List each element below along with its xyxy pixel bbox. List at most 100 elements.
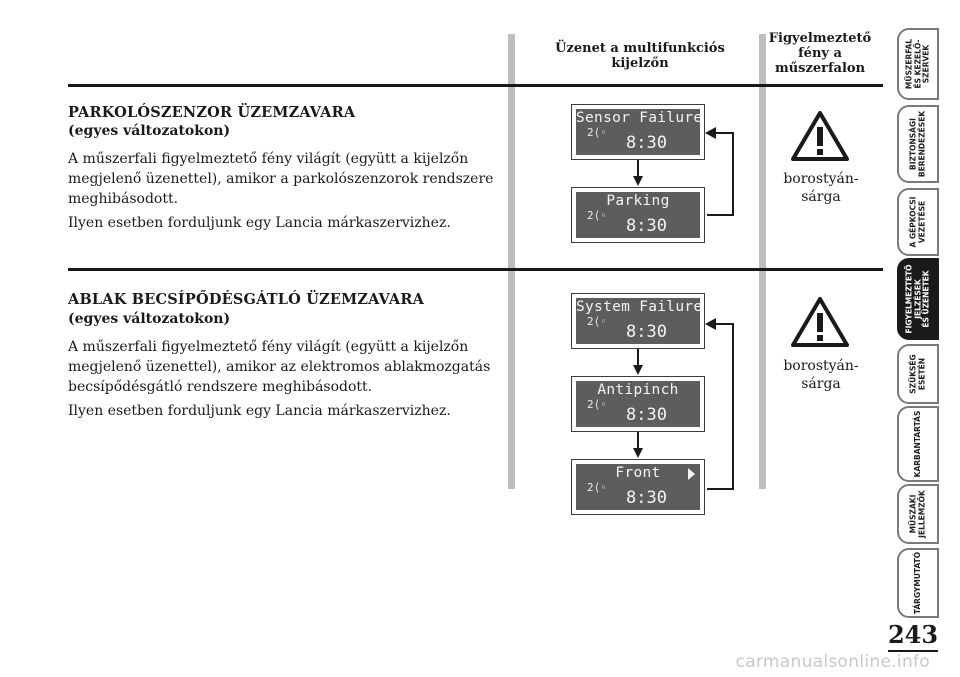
- lcd-display: Front 2⟨◦ 8:30: [571, 459, 705, 515]
- side-tab-dashboard[interactable]: MŰSZERFAL ÉS KEZELŐ- SZERVEK: [897, 28, 939, 100]
- section-subtitle: (egyes változatokon): [68, 311, 231, 327]
- column-header-warning-line: Figyelmeztető: [768, 31, 872, 46]
- section-subtitle: (egyes változatokon): [68, 123, 231, 139]
- gear-number: 2: [587, 209, 594, 222]
- column-divider-left: [508, 34, 515, 489]
- column-header-warning-line: fény a: [798, 46, 842, 61]
- warning-color-label: borostyán- sárga: [766, 357, 876, 393]
- section-body: A műszerfali figyelmeztető fény világít …: [68, 337, 491, 397]
- column-header-warning-light: Figyelmeztető fény a műszerfalon: [760, 31, 880, 76]
- side-tab-emergency[interactable]: SZÜKSÉG ESETÉN: [897, 344, 939, 404]
- lcd-clock: 8:30: [626, 322, 667, 342]
- side-tab-maintenance[interactable]: KARBANTARTÁS: [897, 406, 939, 482]
- lcd-clock: 8:30: [626, 216, 667, 236]
- side-tab-label: A GÉPKOCSI VEZETÉSE: [909, 197, 927, 248]
- arrow-down-icon: [633, 365, 643, 375]
- arrow-down-icon: [633, 176, 643, 186]
- side-tab-warnings[interactable]: FIGYELMEZTETŐ JELZÉSEK ÉS ÜZENETEK: [897, 258, 939, 340]
- arrow-left-icon: [705, 318, 716, 330]
- side-tab-line: BERENDEZÉSEK: [917, 110, 926, 178]
- side-tab-line: SZERVEK: [921, 44, 931, 84]
- arrow-down-icon: [633, 448, 643, 458]
- header-rule: [68, 84, 883, 87]
- section-divider: [68, 268, 883, 271]
- side-tab-label: MŰSZAKI JELLEMZŐK: [909, 490, 927, 538]
- side-tab-label: FIGYELMEZTETŐ JELZÉSEK ÉS ÜZENETEK: [904, 265, 931, 334]
- gear-indicator: 2⟨◦: [587, 209, 607, 222]
- lcd-message: Sensor Failure: [576, 110, 703, 126]
- lcd-screen: System Failure 2⟨◦ 8:30: [576, 298, 703, 344]
- side-tab-specifications[interactable]: MŰSZAKI JELLEMZŐK: [897, 484, 939, 544]
- lcd-screen: Sensor Failure 2⟨◦ 8:30: [576, 109, 703, 155]
- lcd-clock: 8:30: [626, 133, 667, 153]
- page-number-rule: [888, 650, 938, 652]
- gear-indicator: 2⟨◦: [587, 398, 607, 411]
- column-header-warning-line: műszerfalon: [774, 61, 866, 76]
- warning-color-line: sárga: [801, 189, 841, 205]
- lcd-screen: Front 2⟨◦ 8:30: [576, 464, 700, 510]
- lcd-display: Parking 2⟨◦ 8:30: [571, 187, 705, 243]
- lcd-clock: 8:30: [626, 488, 667, 508]
- page-number: 243: [887, 620, 939, 649]
- section-title: PARKOLÓSZENZOR ÜZEMZAVARA: [68, 104, 356, 121]
- gear-indicator: 2⟨◦: [587, 126, 607, 139]
- display-sequence-arrows: [633, 318, 734, 490]
- body-line: megjelenő üzenettel), amikor az elektrom…: [68, 359, 491, 375]
- side-tab-line: ESETÉN: [917, 357, 926, 391]
- footer-watermark: carmanualsonline.info: [735, 652, 930, 672]
- side-tab-line: JELLEMZŐK: [917, 490, 926, 538]
- section-note: Ilyen esetben forduljunk egy Lancia márk…: [68, 215, 451, 231]
- gear-number: 2: [587, 315, 594, 328]
- side-tab-line: VEZETÉSE: [917, 200, 926, 244]
- lcd-clock: 8:30: [626, 405, 667, 425]
- side-tab-label: KARBANTARTÁS: [912, 410, 923, 478]
- gear-number: 2: [587, 398, 594, 411]
- body-line: A műszerfali figyelmeztető fény világít …: [68, 151, 469, 167]
- side-tab-line: ÉS ÜZENETEK: [921, 270, 931, 328]
- column-header-message: Üzenet a multifunkciós kijelzőn: [545, 41, 735, 71]
- gear-indicator: 2⟨◦: [587, 481, 607, 494]
- column-header-message-line: Üzenet a multifunkciós: [555, 41, 725, 56]
- warning-color-label: borostyán- sárga: [766, 170, 876, 206]
- side-tab-line: TÁRGYMUTATÓ: [912, 551, 922, 615]
- gear-shift-icon: ⟨◦: [593, 315, 607, 328]
- body-line: A műszerfali figyelmeztető fény világít …: [68, 339, 469, 355]
- section-body: A műszerfali figyelmeztető fény világít …: [68, 149, 494, 209]
- lcd-display: Antipinch 2⟨◦ 8:30: [571, 376, 705, 432]
- column-header-message-line: kijelzőn: [611, 56, 669, 71]
- side-tab-driving[interactable]: A GÉPKOCSI VEZETÉSE: [897, 188, 939, 256]
- gear-number: 2: [587, 481, 594, 494]
- lcd-display: Sensor Failure 2⟨◦ 8:30: [571, 104, 705, 160]
- warning-triangle-icon: [791, 297, 849, 347]
- lcd-message: System Failure: [576, 299, 703, 315]
- section-title: ABLAK BECSÍPŐDÉSGÁTLÓ ÜZEMZAVARA: [68, 291, 425, 308]
- side-tab-line: KARBANTARTÁS: [912, 410, 922, 478]
- gear-shift-icon: ⟨◦: [593, 126, 607, 139]
- warning-triangle-icon: [791, 111, 849, 161]
- lcd-message: Front: [615, 465, 661, 481]
- lcd-display: System Failure 2⟨◦ 8:30: [571, 293, 705, 349]
- lcd-message: Antipinch: [597, 382, 679, 398]
- display-sequence-arrows: [633, 127, 734, 216]
- section-note: Ilyen esetben forduljunk egy Lancia márk…: [68, 403, 451, 419]
- next-indicator-icon: [688, 468, 695, 480]
- lcd-screen: Antipinch 2⟨◦ 8:30: [576, 381, 700, 427]
- arrow-left-icon: [705, 127, 716, 139]
- side-tab-label: SZÜKSÉG ESETÉN: [909, 354, 927, 393]
- gear-number: 2: [587, 126, 594, 139]
- side-tab-index[interactable]: TÁRGYMUTATÓ: [897, 548, 939, 618]
- column-divider-right: [759, 34, 766, 489]
- body-line: megjelenő üzenettel), amikor a parkolósz…: [68, 171, 494, 187]
- gear-shift-icon: ⟨◦: [593, 209, 607, 222]
- side-tab-label: MŰSZERFAL ÉS KEZELŐ- SZERVEK: [904, 39, 931, 89]
- side-tab-label: TÁRGYMUTATÓ: [912, 551, 923, 615]
- side-tab-safety[interactable]: BIZTONSÁGI BERENDEZÉSEK: [897, 105, 939, 183]
- gear-indicator: 2⟨◦: [587, 315, 607, 328]
- warning-color-line: borostyán-: [783, 171, 859, 187]
- lcd-screen: Parking 2⟨◦ 8:30: [576, 192, 700, 238]
- lcd-message: Parking: [606, 193, 670, 209]
- side-tab-label: BIZTONSÁGI BERENDEZÉSEK: [909, 110, 927, 178]
- gear-shift-icon: ⟨◦: [593, 398, 607, 411]
- gear-shift-icon: ⟨◦: [593, 481, 607, 494]
- body-line: meghibásodott.: [68, 191, 179, 207]
